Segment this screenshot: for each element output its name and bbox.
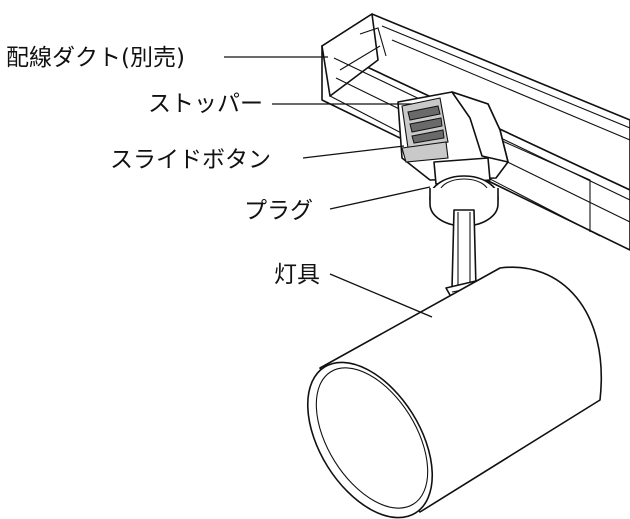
leader-lines [224,56,433,318]
label-slide-button: スライドボタン [110,147,271,173]
plug-leader [329,186,431,210]
label-duct: 配線ダクト(別売) [6,45,185,71]
stopper [401,97,449,149]
slide-button-leader [302,145,405,159]
label-stopper: ストッパー [148,91,263,117]
label-plug: プラグ [244,198,313,224]
fixture-leader [329,273,433,318]
fixture [306,266,603,519]
adapter-body [397,91,509,185]
label-fixture: 灯具 [274,262,320,288]
slide-button [401,141,449,163]
